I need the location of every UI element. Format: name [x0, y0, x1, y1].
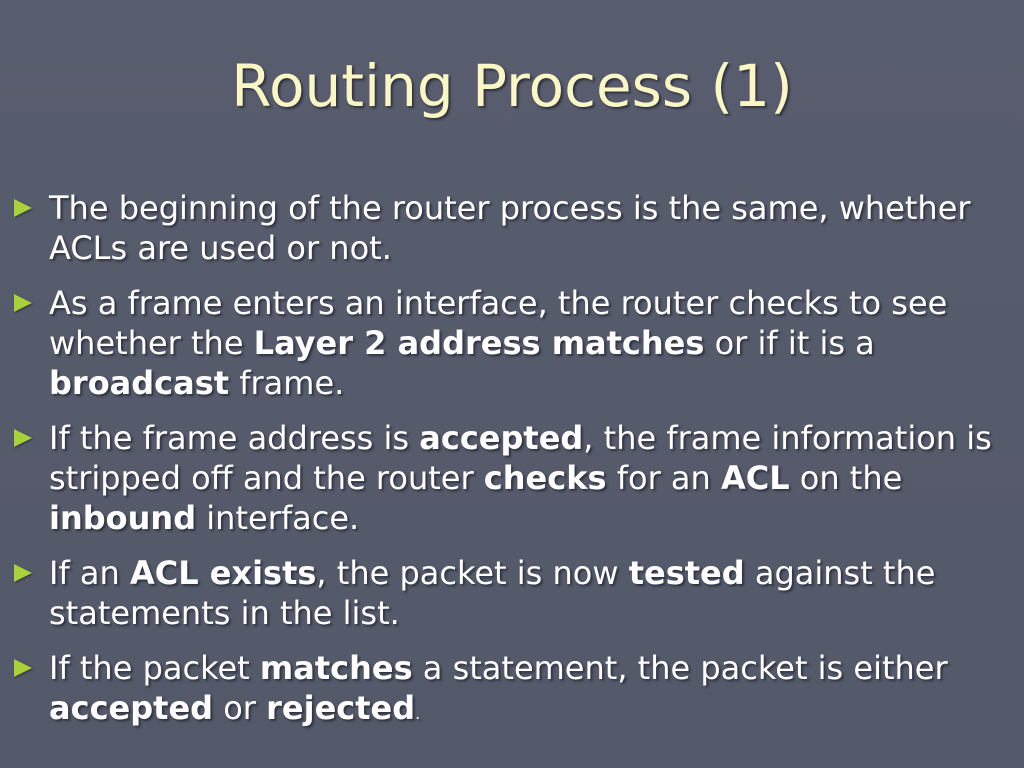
bullet-list: The beginning of the router process is t…: [12, 188, 1002, 749]
bullet-text: , the frame information is stripped off …: [49, 419, 992, 497]
bullet-arrow-icon: [14, 429, 32, 447]
bullet-arrow-icon: [14, 294, 32, 312]
bullet-bold-text: tested: [628, 554, 745, 592]
bullet-bold-text: checks: [483, 459, 607, 497]
bullet-text: or if it is a: [704, 324, 875, 362]
bullet-bold-text: accepted: [49, 689, 214, 727]
bullet-text: for an: [606, 459, 721, 497]
bullet-text: The beginning of the router process is t…: [49, 189, 971, 267]
bullet-bold-text: broadcast: [49, 364, 230, 402]
bullet-text: interface.: [196, 499, 360, 537]
bullet-bold-text: Layer 2 address matches: [253, 324, 705, 362]
bullet-text: , the packet is now: [316, 554, 629, 592]
bullet-bold-text: matches: [259, 649, 413, 687]
bullet-text: .: [415, 704, 421, 723]
bullet-text: If the frame address is: [49, 419, 420, 457]
bullet-item: If the frame address is accepted, the fr…: [12, 418, 1002, 538]
bullet-bold-text: accepted: [419, 419, 584, 457]
bullet-text: frame.: [229, 364, 345, 402]
bullet-text: or: [213, 689, 267, 727]
bullet-bold-text: ACL: [720, 459, 790, 497]
bullet-text: against the statements in the list.: [49, 554, 936, 632]
bullet-text: on the: [789, 459, 903, 497]
bullet-arrow-icon: [14, 199, 32, 217]
bullet-arrow-icon: [14, 564, 32, 582]
bullet-text: If an: [49, 554, 130, 592]
bullet-arrow-icon: [14, 659, 32, 677]
slide-title: Routing Process (1): [231, 52, 793, 120]
bullet-bold-text: rejected: [266, 689, 416, 727]
bullet-bold-text: inbound: [49, 499, 197, 537]
bullet-item: The beginning of the router process is t…: [12, 188, 1002, 268]
bullet-item: If the packet matches a statement, the p…: [12, 648, 1002, 734]
bullet-item: As a frame enters an interface, the rout…: [12, 283, 1002, 403]
bullet-text: a statement, the packet is either: [412, 649, 948, 687]
bullet-text: If the packet: [49, 649, 260, 687]
bullet-bold-text: ACL exists: [129, 554, 317, 592]
bullet-item: If an ACL exists, the packet is now test…: [12, 553, 1002, 633]
bullet-text: As a frame enters an interface, the rout…: [49, 284, 948, 362]
